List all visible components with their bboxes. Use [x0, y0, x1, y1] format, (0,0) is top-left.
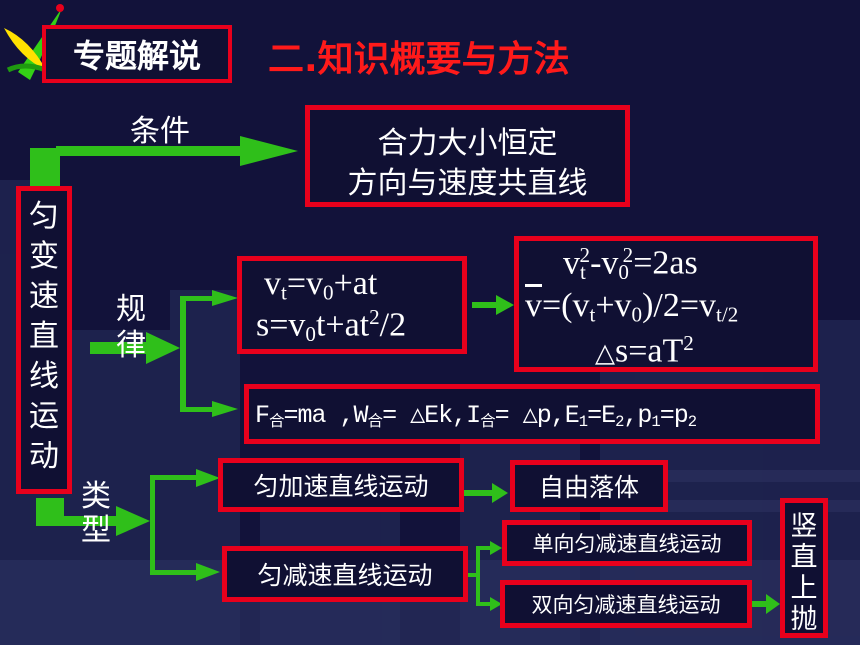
formula-sub: t/2	[716, 302, 739, 327]
root-char: 匀	[29, 199, 59, 234]
topic-label-box: 专题解说	[42, 25, 232, 83]
delta-icon: △	[595, 338, 615, 368]
types-char: 型	[81, 513, 111, 548]
root-char: 运	[29, 399, 59, 434]
one-way-decel-box: 单向匀减速直线运动	[502, 520, 752, 566]
formula-part: =	[382, 401, 411, 430]
formula-part: +v	[595, 287, 632, 324]
formula-part: p,E	[536, 401, 580, 430]
formula-sub: 合	[269, 411, 284, 430]
formula-part: =p	[659, 401, 689, 430]
free-fall-box: 自由落体	[510, 460, 668, 512]
formula-sub: 2	[687, 412, 697, 431]
formula-part: Ek,I	[424, 401, 481, 430]
root-char: 动	[29, 439, 59, 474]
formula-sub: t	[589, 302, 596, 327]
throw-char: 上	[790, 573, 818, 604]
formula-sup: 2	[683, 331, 694, 355]
formula-sub: t	[281, 280, 287, 305]
formula-sub: 1	[578, 412, 588, 431]
formula-part: =ma ,W	[283, 401, 369, 430]
formula-sub: 0	[305, 321, 316, 346]
accel-motion-box: 匀加速直线运动	[218, 458, 464, 512]
formula-sub: 0	[323, 280, 334, 305]
formula-part: F	[255, 401, 270, 430]
law-char: 律	[116, 328, 146, 363]
law-char: 规	[116, 292, 146, 327]
topic-label: 专题解说	[72, 37, 201, 75]
formula-part: )/2=v	[642, 287, 717, 324]
condition-box: 合力大小恒定 方向与速度共直线	[305, 105, 630, 207]
formula-sub: 0	[618, 259, 629, 284]
formula-part: ,p	[623, 401, 652, 430]
formula-sup: 2	[369, 305, 380, 329]
formula-part: =2as	[633, 244, 698, 282]
root-char: 速	[29, 279, 59, 314]
formula-sub: 2	[615, 412, 624, 431]
formula-sub: 1	[651, 412, 660, 431]
throw-char: 竖	[790, 511, 818, 542]
formula-delta-s: △s=aT2	[595, 331, 694, 371]
formula-sub: t	[580, 259, 586, 284]
formula-sub: 合	[367, 411, 383, 430]
formula-part: +at	[333, 265, 378, 302]
types-char: 类	[81, 479, 111, 514]
formula-part: v	[563, 244, 580, 282]
delta-icon: △	[522, 401, 538, 430]
decel-motion-label: 匀减速直线运动	[257, 561, 433, 590]
condition-label: 条件	[130, 114, 190, 149]
root-char: 直	[29, 319, 59, 354]
root-char: 变	[29, 239, 59, 274]
formula-vt-squared: vt2-v02=2as	[563, 243, 698, 285]
two-way-decel-label: 双向匀减速直线运动	[531, 593, 721, 617]
formula-part: -v	[590, 244, 619, 282]
formula-part: t+at	[315, 306, 370, 344]
formula-part: =E	[587, 401, 616, 430]
formula-velocity: vt=v0+at	[264, 265, 377, 305]
throw-char: 直	[790, 542, 818, 573]
derived-formula-box: vt2-v02=2as v=(vt+v0)/2=vt/2 △s=aT2	[514, 236, 818, 372]
formula-part: v	[264, 265, 281, 302]
condition-line-2: 方向与速度共直线	[347, 166, 588, 201]
formula-force-row: F合=ma ,W合= △Ek,I合= △p,E1=E2,p1=p2	[255, 399, 697, 431]
formula-part: /2	[379, 306, 407, 344]
throw-char: 抛	[790, 604, 818, 635]
formula-part: =(v	[542, 287, 590, 324]
formula-sup: 2	[622, 243, 634, 267]
delta-icon: △	[410, 401, 425, 430]
condition-line-1: 合力大小恒定	[377, 126, 558, 161]
root-box: 匀 变 速 直 线 运 动	[16, 186, 72, 494]
one-way-decel-label: 单向匀减速直线运动	[532, 532, 722, 556]
accel-motion-label: 匀加速直线运动	[253, 472, 429, 501]
formula-displacement: s=v0t+at2/2	[256, 305, 406, 347]
formula-part: s=v	[256, 306, 306, 344]
free-fall-label: 自由落体	[538, 473, 639, 502]
kinematic-formula-box: vt=v0+at s=v0t+at2/2	[237, 256, 467, 354]
formula-sup: 2	[579, 243, 591, 267]
page-title: 二.知识概要与方法	[268, 39, 570, 80]
root-char: 线	[29, 359, 59, 394]
formula-sub: 合	[480, 411, 495, 430]
decel-motion-box: 匀减速直线运动	[222, 546, 468, 602]
formula-mean-velocity: v=(vt+v0)/2=vt/2	[525, 287, 738, 327]
two-way-decel-box: 双向匀减速直线运动	[500, 580, 752, 628]
formula-part: =	[494, 401, 523, 430]
types-label: 类 型	[74, 480, 118, 548]
formula-part: s=aT	[615, 332, 684, 370]
force-formula-box: F合=ma ,W合= △Ek,I合= △p,E1=E2,p1=p2	[244, 384, 820, 444]
formula-sub: 0	[631, 302, 643, 327]
law-label: 规 律	[108, 292, 154, 364]
formula-part: =v	[286, 265, 324, 302]
formula-part: v	[525, 287, 542, 324]
vertical-throw-box: 竖 直 上 抛	[780, 498, 828, 638]
